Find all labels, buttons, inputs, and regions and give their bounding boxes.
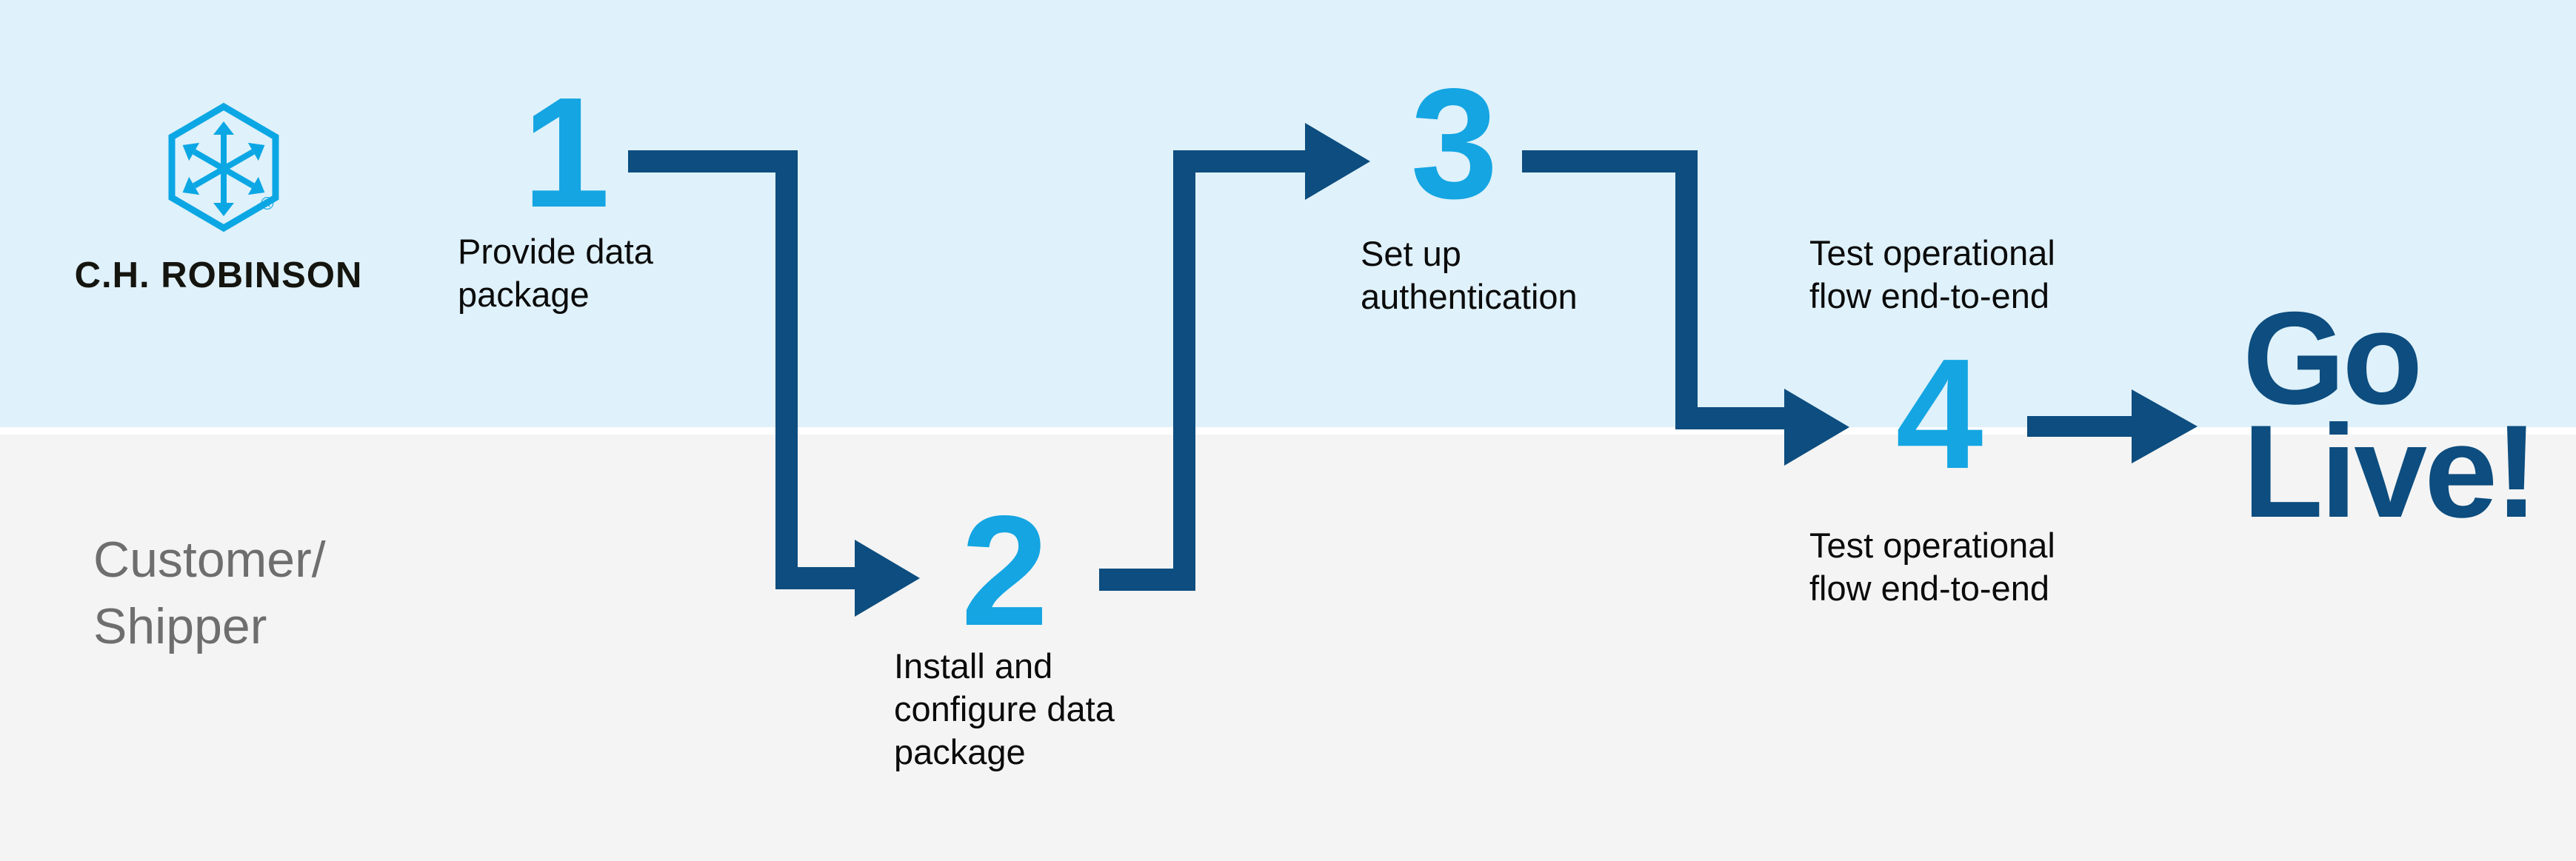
arrow1-elbow-segment xyxy=(775,567,855,589)
arrow1-horizontal-segment xyxy=(628,150,798,172)
arrow3-vertical-segment xyxy=(1675,150,1698,429)
chrobinson-lane-band xyxy=(0,0,2576,427)
arrow1-arrowhead-icon xyxy=(855,540,920,617)
step-4-label-below-line2: flow end-to-end xyxy=(1809,569,2049,608)
go-live-line1: Go xyxy=(2243,284,2423,432)
step-3-label-line1: Set up xyxy=(1361,234,1461,273)
arrow2-elbow-segment xyxy=(1173,150,1305,172)
step-4-label-above-line2: flow end-to-end xyxy=(1809,276,2049,315)
lane-label-line1: Customer/ xyxy=(93,532,326,588)
step-2-label: Install and configure data package xyxy=(894,645,1115,774)
lane-label-line2: Shipper xyxy=(93,598,267,654)
arrow4-arrowhead-icon xyxy=(2132,389,2198,463)
arrow3-elbow-segment xyxy=(1675,407,1784,429)
step-2-number: 2 xyxy=(961,483,1049,658)
step-2-label-line1: Install and xyxy=(894,646,1053,686)
go-live-line2: Live! xyxy=(2243,398,2538,545)
arrow3-horizontal-segment xyxy=(1522,150,1698,172)
step-4-number: 4 xyxy=(1895,326,1983,501)
brand-name: C.H. ROBINSON xyxy=(74,255,363,295)
arrow2-vertical-segment xyxy=(1173,150,1195,591)
step-3-label-line2: authentication xyxy=(1361,277,1578,316)
step-1-label: Provide data package xyxy=(458,230,653,316)
arrow3-arrowhead-icon xyxy=(1784,389,1849,466)
customer-lane-band xyxy=(0,435,2576,861)
chr-hexagon-logo-icon xyxy=(168,102,279,232)
step-1-label-line2: package xyxy=(458,275,590,314)
arrow1-vertical-segment xyxy=(775,150,798,589)
step-3-number: 3 xyxy=(1410,56,1498,231)
step-4-label-below: Test operational flow end-to-end xyxy=(1809,524,2055,610)
step-1-number: 1 xyxy=(522,64,610,240)
registered-trademark-icon: ® xyxy=(261,194,274,214)
arrow2-arrowhead-icon xyxy=(1305,123,1370,200)
step-4-label-above: Test operational flow end-to-end xyxy=(1809,232,2055,318)
step-4-label-above-line1: Test operational xyxy=(1809,233,2055,272)
step-2-label-line3: package xyxy=(894,732,1026,771)
step-3-label: Set up authentication xyxy=(1361,232,1578,318)
lane-divider xyxy=(0,427,2576,435)
customer-shipper-lane-label: Customer/ Shipper xyxy=(93,526,326,660)
arrow4-horizontal-segment xyxy=(2027,416,2132,437)
step-2-label-line2: configure data xyxy=(894,689,1115,728)
step-1-label-line1: Provide data xyxy=(458,232,653,271)
step-4-label-below-line1: Test operational xyxy=(1809,526,2055,565)
